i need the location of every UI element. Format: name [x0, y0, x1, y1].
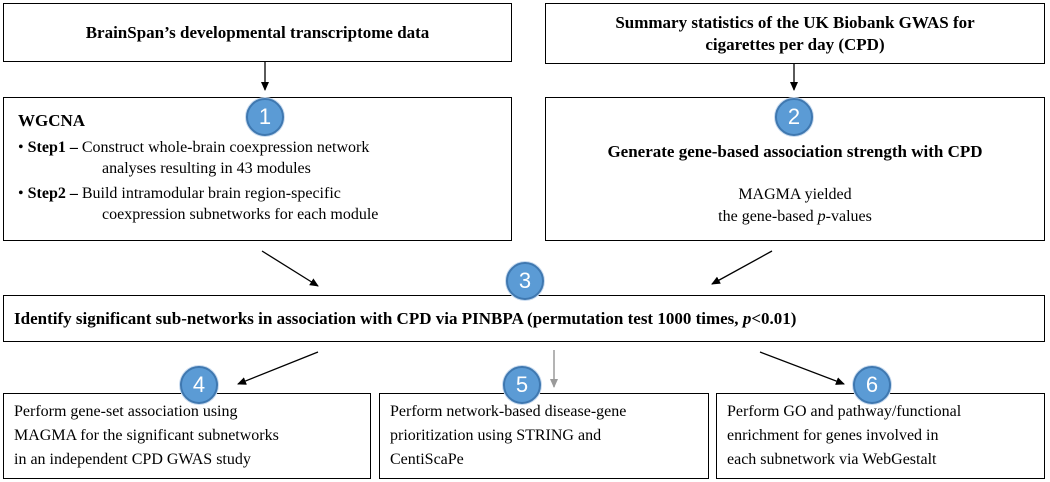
box4-line2: MAGMA for the significant subnetworks — [14, 427, 279, 444]
step-badge-5: 5 — [503, 366, 541, 404]
step-badge-4: 4 — [180, 366, 218, 404]
ukbiobank-gwas-line1: Summary statistics of the UK Biobank GWA… — [615, 12, 975, 32]
box6-line2: enrichment for genes involved in — [727, 427, 939, 444]
arrow-magma-to-pinbpa — [711, 250, 773, 285]
box5-line2: prioritization using STRING and — [390, 427, 602, 444]
network-prioritization-box: Perform network-based disease-gene prior… — [379, 393, 709, 479]
ukbiobank-gwas-box: Summary statistics of the UK Biobank GWA… — [545, 3, 1045, 64]
magma-line2-suffix: -values — [825, 208, 872, 225]
wgcna-title: WGCNA — [18, 111, 86, 130]
step-badge-1: 1 — [246, 98, 284, 136]
step2-bullet: • — [18, 185, 24, 202]
box4-line3: in an independent CPD GWAS study — [14, 451, 251, 468]
box6-line3: each subnetwork via WebGestalt — [727, 451, 937, 468]
step2-dash: – — [69, 185, 78, 202]
pinbpa-text-italic: p — [742, 308, 752, 328]
box5-line1: Perform network-based disease-gene — [390, 403, 627, 420]
arrow-pinbpa-to-box6 — [759, 351, 845, 385]
step1-bullet: • — [18, 139, 24, 156]
magma-line2-prefix: the gene-based — [718, 208, 818, 225]
pinbpa-text-end: <0.01) — [751, 308, 797, 328]
step1-line1: Construct whole-brain coexpression netwo… — [81, 139, 370, 156]
wgcna-step2: • Step2 – Build intramodular brain regio… — [18, 183, 518, 225]
box4-line1: Perform gene-set association using — [14, 403, 238, 420]
brainspan-data-box: BrainSpan’s developmental transcriptome … — [3, 3, 512, 62]
pinbpa-text-main: Identify significant sub-networks in ass… — [14, 308, 743, 328]
wgcna-step1: • Step1 – Construct whole-brain coexpres… — [18, 137, 518, 179]
step-badge-2: 2 — [775, 98, 813, 136]
pinbpa-text: Identify significant sub-networks in ass… — [14, 308, 796, 330]
step-badge-6: 6 — [853, 366, 891, 404]
gene-set-association-box: Perform gene-set association using MAGMA… — [3, 393, 371, 479]
step2-line2: coexpression subnetworks for each module — [102, 206, 379, 223]
step1-dash: – — [69, 139, 78, 156]
pinbpa-box: Identify significant sub-networks in ass… — [3, 295, 1045, 342]
go-pathway-enrichment-box: Perform GO and pathway/functional enrich… — [716, 393, 1045, 479]
magma-line2: the gene-based p-values — [546, 206, 1044, 227]
magma-line2-italic: p — [817, 208, 826, 225]
brainspan-data-text: BrainSpan’s developmental transcriptome … — [85, 22, 430, 42]
step2-label: Step2 — [27, 185, 66, 202]
magma-line1: MAGMA yielded — [738, 186, 852, 203]
box5-line3: CentiScaPe — [390, 451, 464, 468]
magma-gene-based-box: Generate gene-based association strength… — [545, 97, 1045, 241]
step1-line2: analyses resulting in 43 modules — [102, 160, 311, 177]
ukbiobank-gwas-line2: cigarettes per day (CPD) — [705, 34, 885, 54]
step2-line1: Build intramodular brain region-specific — [81, 185, 341, 202]
step1-label: Step1 — [27, 139, 66, 156]
magma-title: Generate gene-based association strength… — [607, 142, 983, 161]
arrow-pinbpa-to-box4 — [237, 351, 319, 385]
step-badge-3: 3 — [506, 262, 544, 300]
box6-line1: Perform GO and pathway/functional — [727, 403, 962, 420]
wgcna-box: WGCNA • Step1 – Construct whole-brain co… — [3, 97, 512, 241]
arrow-wgcna-to-pinbpa — [261, 250, 319, 287]
